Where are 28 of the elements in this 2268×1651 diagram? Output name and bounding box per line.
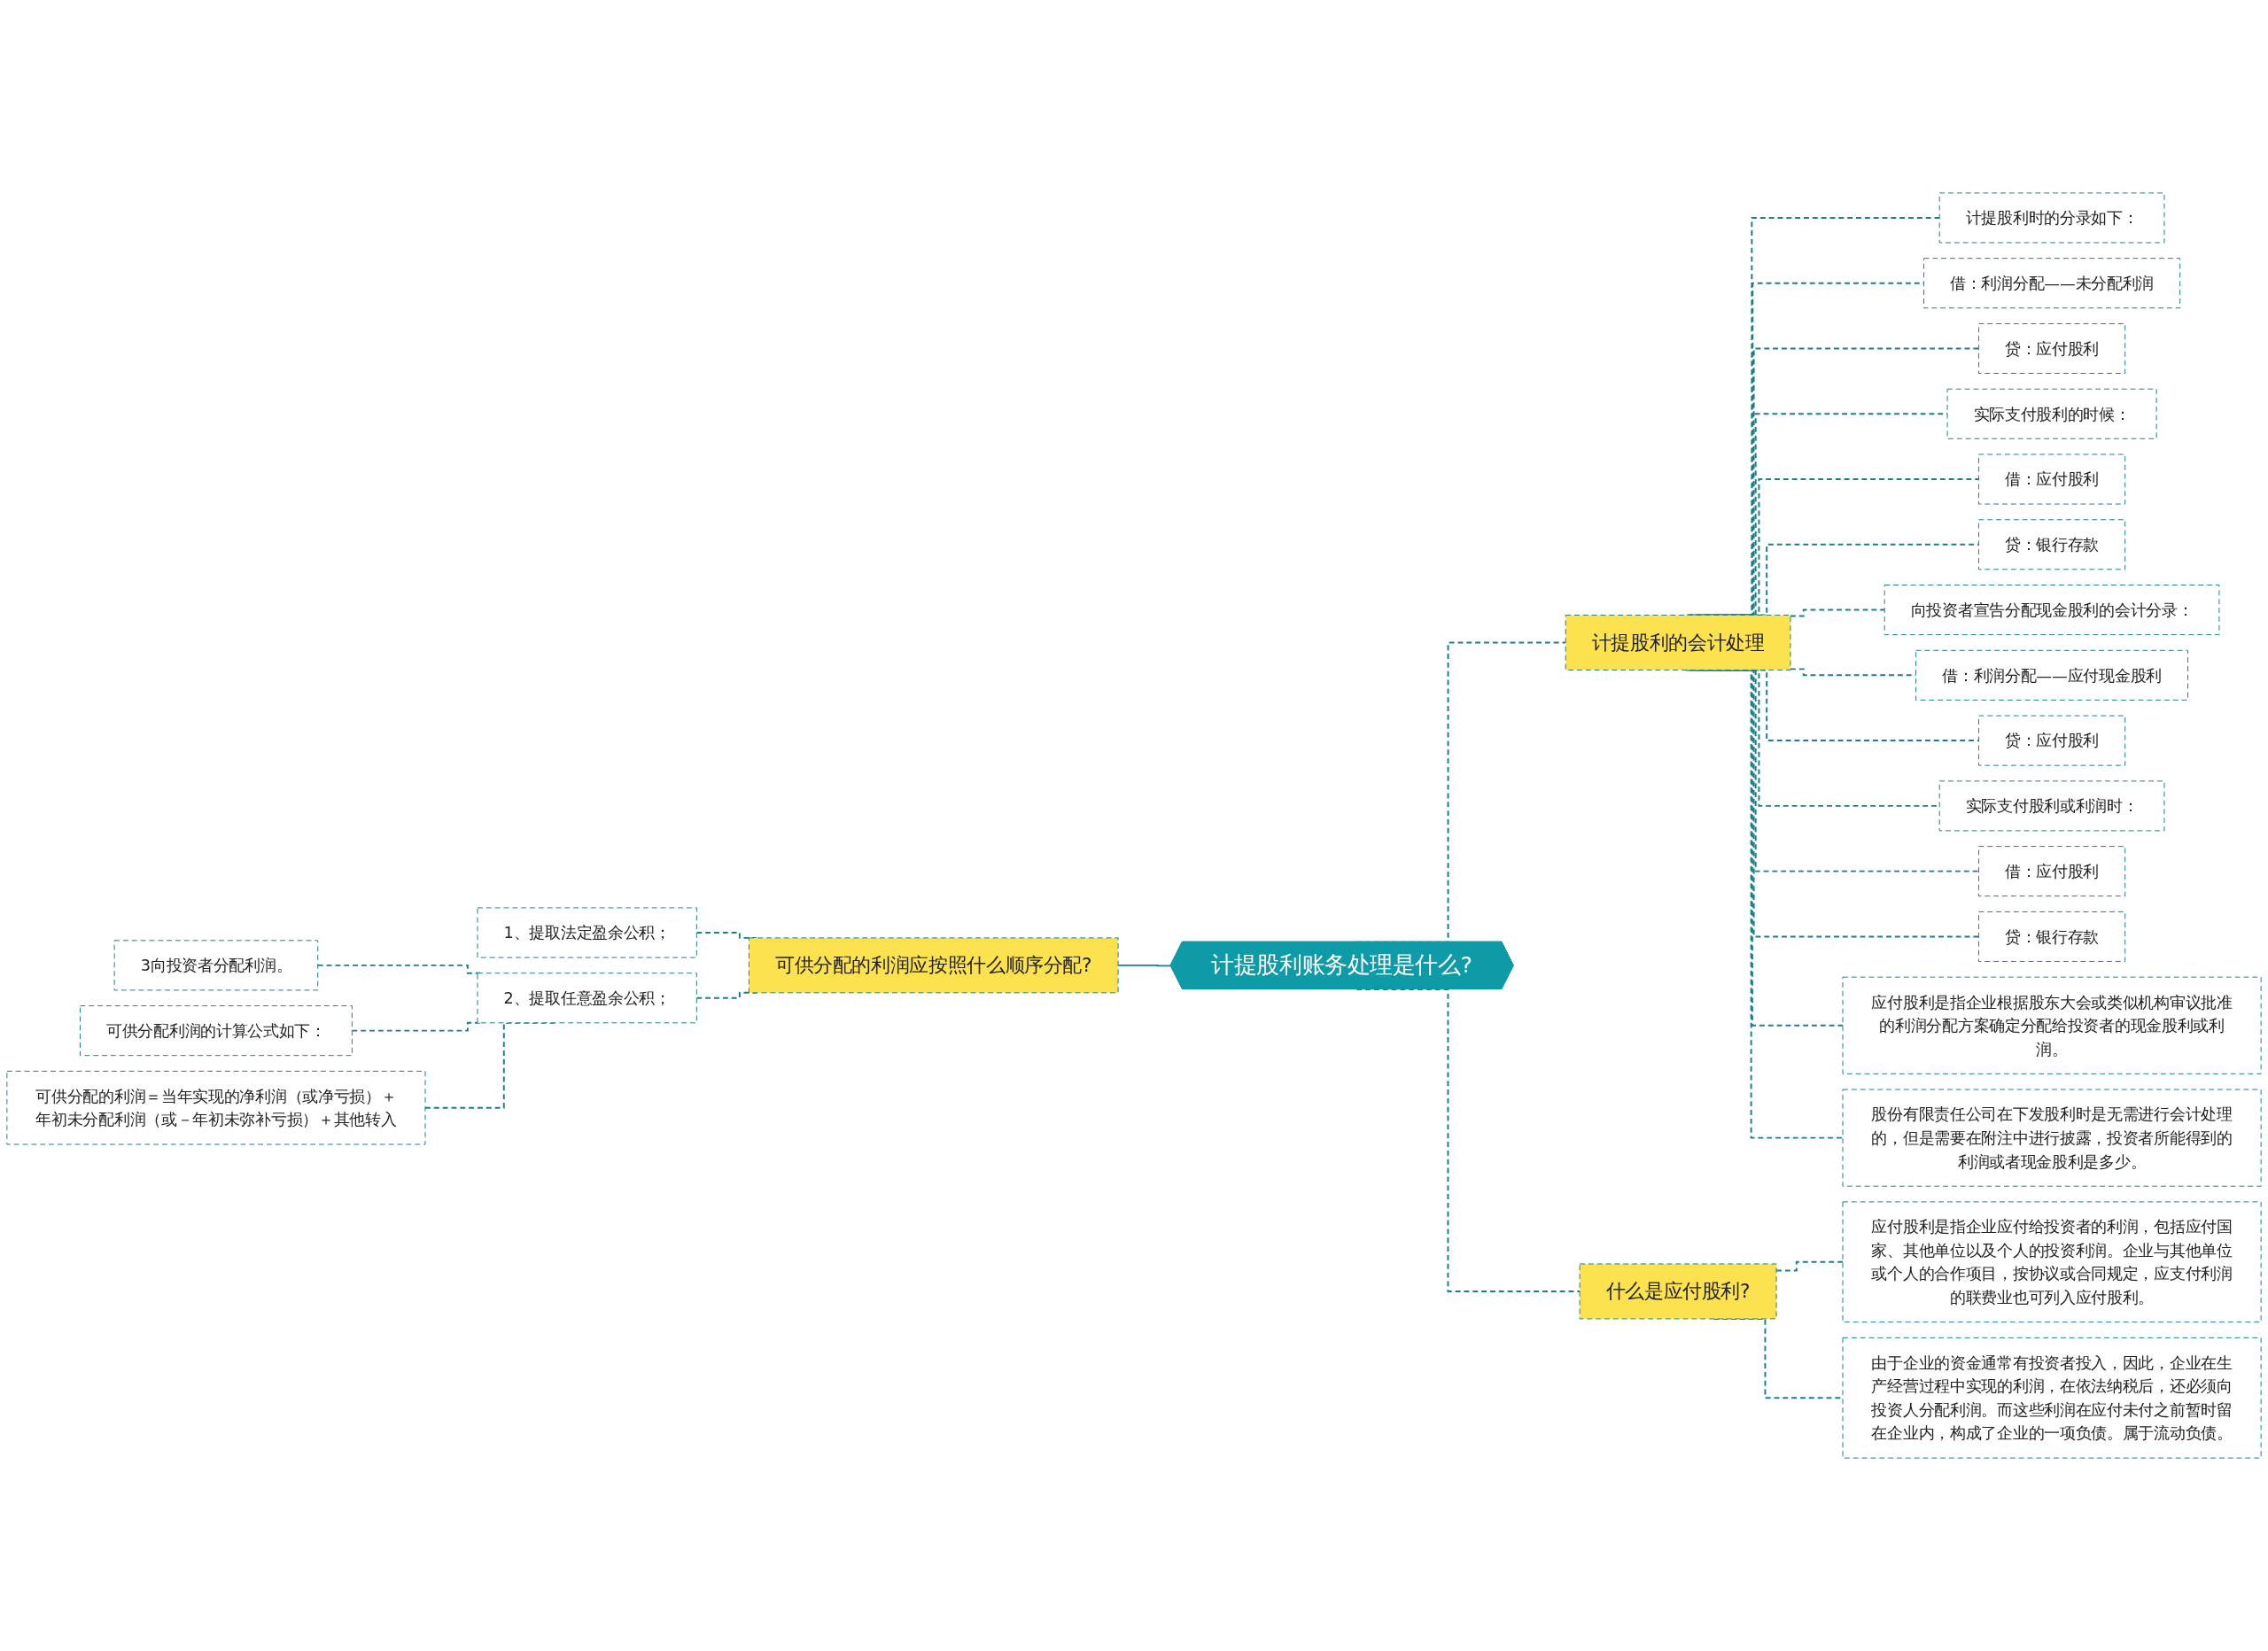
node-box: 应付股利是指企业应付给投资者的利润，包括应付国家、其他单位以及个人的投资利润。企业与其他单位或个人的合作项目，按协议或合同规定，应支付利润的联费业也可列入应付股利。 <box>1842 1201 2262 1323</box>
node-box: 可供分配利润的计算公式如下： <box>80 1005 353 1057</box>
node-box: 2、提取任意盈余公积； <box>477 973 697 1024</box>
node-box: 1、提取法定盈余公积； <box>477 907 697 958</box>
node-box: 应付股利是指企业根据股东大会或类似机构审议批准的利润分配方案确定分配给投资者的现金股利或利润。 <box>1842 976 2262 1074</box>
node-box: 计提股利的会计处理 <box>1565 614 1791 670</box>
node-box: 贷：银行存款 <box>1977 519 2126 570</box>
node-box: 由于企业的资金通常有投资者投入，因此，企业在生产经营过程中实现的利润，在依法纳税后，还必须向投资人分配利润。而这些利润在应付未付之前暂时留在企业内，构成了企业的一项负债。属于流动负债。 <box>1842 1337 2262 1459</box>
node-box: 借：利润分配——未分配利润 <box>1923 258 2181 309</box>
node-box: 股份有限责任公司在下发股利时是无需进行会计处理的，但是需要在附注中进行披露，投资者所能得到的利润或者现金股利是多少。 <box>1842 1089 2262 1187</box>
node-box: 贷：银行存款 <box>1977 911 2126 962</box>
node-box: 借：应付股利 <box>1977 453 2126 505</box>
node-box: 贷：应付股利 <box>1977 322 2126 374</box>
connector <box>1775 1260 1844 1272</box>
node-box: 可供分配的利润应按照什么顺序分配? <box>748 937 1119 994</box>
node-box: 实际支付股利的时候： <box>1946 388 2157 439</box>
connector <box>1790 608 1886 617</box>
node-box: 什么是应付股利? <box>1579 1263 1777 1320</box>
connector <box>695 991 757 999</box>
node-box: 实际支付股利或利润时： <box>1938 780 2165 832</box>
node-box: 贷：应付股利 <box>1977 715 2126 766</box>
connector <box>1117 964 1172 967</box>
node-box: 3向投资者分配利润。 <box>113 940 319 991</box>
node-box: 借：应付股利 <box>1977 846 2126 897</box>
node-box: 向投资者宣告分配现金股利的会计分录： <box>1884 585 2220 636</box>
node-box: 可供分配的利润＝当年实现的净利润（或净亏损）＋年初未分配利润（或－年初未弥补亏损）＋其他转入 <box>6 1070 426 1145</box>
node-box: 借：利润分配——应付现金股利 <box>1915 649 2188 701</box>
node-box: 计提股利时的分录如下： <box>1938 192 2165 244</box>
